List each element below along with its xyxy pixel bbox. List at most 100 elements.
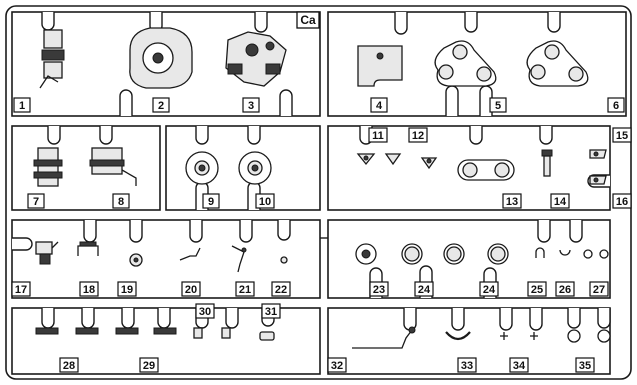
part-number: 22 bbox=[275, 284, 287, 296]
part-label-5: 5 bbox=[489, 97, 507, 113]
part-15-drawing bbox=[589, 149, 607, 159]
part-23-drawing bbox=[355, 243, 377, 265]
part-label-24b: 24 bbox=[479, 281, 499, 297]
part-number: 2 bbox=[158, 100, 164, 112]
part-21-drawing bbox=[231, 245, 247, 273]
part-label-7: 7 bbox=[27, 193, 45, 209]
part-number: 23 bbox=[373, 284, 385, 296]
part-label-16: 16 bbox=[612, 193, 632, 209]
part-20-drawing bbox=[179, 247, 201, 261]
part-label-18: 18 bbox=[79, 281, 99, 297]
part-label-33: 33 bbox=[457, 357, 477, 373]
part-number: 30 bbox=[199, 306, 211, 318]
part-number: 8 bbox=[118, 196, 124, 208]
part-34-drawing bbox=[500, 332, 538, 340]
part-5-drawing bbox=[434, 40, 497, 87]
part-label-30: 30 bbox=[195, 303, 215, 319]
part-label-32: 32 bbox=[327, 357, 347, 373]
part-number-labels: 1 2 3 4 5 6 7 8 9 10 11 12 13 14 15 16 1… bbox=[11, 97, 632, 373]
sprue-id-label: Ca bbox=[300, 13, 316, 27]
sprue-outer-frame bbox=[5, 5, 632, 380]
part-number: 10 bbox=[259, 196, 271, 208]
cell-11-16 bbox=[327, 125, 611, 211]
part-number: 1 bbox=[19, 100, 25, 112]
part-label-21: 21 bbox=[235, 281, 255, 297]
cell-row1-left bbox=[11, 11, 321, 117]
part-number: 15 bbox=[616, 130, 628, 142]
sprue-cells bbox=[11, 11, 627, 375]
part-number: 21 bbox=[239, 284, 251, 296]
part-label-23: 23 bbox=[369, 281, 389, 297]
part-number: 24 bbox=[483, 284, 496, 296]
part-number: 7 bbox=[33, 196, 39, 208]
part-16-drawing bbox=[589, 175, 607, 185]
part-24-drawing bbox=[401, 243, 509, 265]
part-1-drawing bbox=[39, 29, 65, 89]
cell-17-22 bbox=[11, 219, 321, 299]
part-6-drawing bbox=[526, 40, 589, 87]
part-number: 27 bbox=[593, 284, 605, 296]
part-13-drawing bbox=[457, 159, 515, 181]
part-number: 25 bbox=[531, 284, 543, 296]
part-label-12: 12 bbox=[408, 127, 428, 143]
part-number: 13 bbox=[506, 196, 518, 208]
part-label-20: 20 bbox=[181, 281, 201, 297]
part-label-19: 19 bbox=[117, 281, 137, 297]
part-number: 9 bbox=[208, 196, 214, 208]
part-7-drawing bbox=[33, 147, 63, 187]
part-drawings bbox=[33, 27, 611, 349]
part-label-10: 10 bbox=[255, 193, 275, 209]
part-number: 31 bbox=[265, 306, 277, 318]
part-label-22: 22 bbox=[271, 281, 291, 297]
part-3-drawing bbox=[225, 31, 287, 87]
part-label-34: 34 bbox=[509, 357, 529, 373]
part-label-1: 1 bbox=[13, 97, 31, 113]
part-14-drawing bbox=[541, 149, 553, 177]
cell-9-10 bbox=[165, 125, 321, 211]
part-8-drawing bbox=[89, 147, 137, 186]
cell-23-27 bbox=[327, 219, 611, 299]
part-label-9: 9 bbox=[202, 193, 220, 209]
part-28-drawing bbox=[35, 327, 99, 335]
sprue-id-badge: Ca bbox=[296, 11, 320, 29]
part-2-drawing bbox=[129, 27, 193, 89]
part-9-drawing bbox=[185, 151, 219, 185]
part-number: 19 bbox=[121, 284, 133, 296]
part-number: 12 bbox=[412, 130, 424, 142]
part-number: 18 bbox=[83, 284, 95, 296]
part-label-31: 31 bbox=[261, 303, 281, 319]
part-label-2: 2 bbox=[152, 97, 170, 113]
part-number: 35 bbox=[579, 360, 591, 372]
part-number: 16 bbox=[616, 196, 628, 208]
part-number: 29 bbox=[143, 360, 155, 372]
part-number: 28 bbox=[63, 360, 75, 372]
part-label-14: 14 bbox=[550, 193, 570, 209]
part-number: 34 bbox=[513, 360, 526, 372]
part-number: 33 bbox=[461, 360, 473, 372]
part-label-15: 15 bbox=[612, 127, 632, 143]
part-label-29: 29 bbox=[139, 357, 159, 373]
part-label-4: 4 bbox=[370, 97, 388, 113]
part-27-drawing bbox=[583, 249, 609, 259]
part-label-27: 27 bbox=[589, 281, 609, 297]
part-4-drawing bbox=[357, 45, 403, 87]
part-number: 11 bbox=[372, 130, 384, 142]
part-label-25: 25 bbox=[527, 281, 547, 297]
part-label-6: 6 bbox=[607, 97, 625, 113]
part-number: 24 bbox=[418, 284, 431, 296]
part-number: 32 bbox=[331, 360, 343, 372]
part-33-drawing bbox=[445, 331, 471, 341]
part-number: 26 bbox=[559, 284, 571, 296]
part-11-drawing bbox=[356, 153, 402, 166]
part-19-drawing bbox=[129, 253, 143, 267]
part-10-drawing bbox=[238, 151, 272, 185]
part-label-3: 3 bbox=[242, 97, 260, 113]
part-label-13: 13 bbox=[502, 193, 522, 209]
part-29-drawing bbox=[115, 327, 177, 335]
part-number: 4 bbox=[376, 100, 383, 112]
part-31-drawing bbox=[259, 331, 275, 341]
cell-32-35 bbox=[327, 307, 611, 375]
cell-7-8 bbox=[11, 125, 161, 211]
part-number: 5 bbox=[495, 100, 501, 112]
